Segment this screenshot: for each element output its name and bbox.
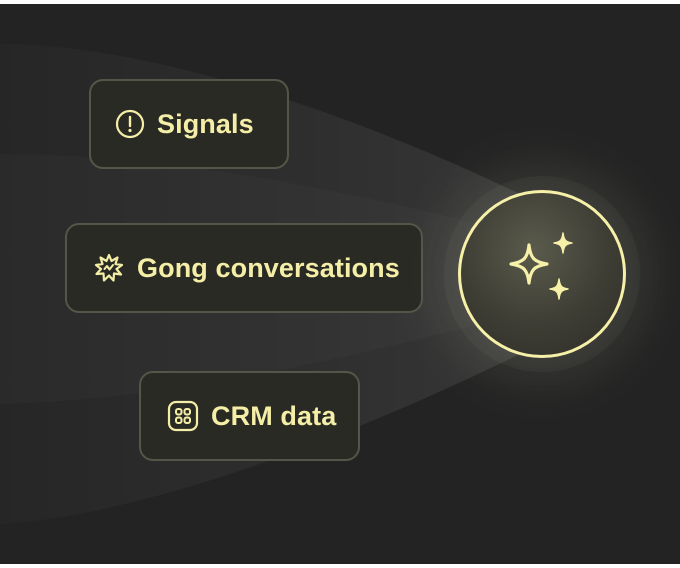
gong-burst-icon: [93, 252, 125, 284]
alert-circle-icon: [115, 109, 145, 139]
signals-source-pill: Signals: [89, 79, 289, 169]
sparkles-icon: [499, 229, 585, 320]
gong-conversations-label: Gong conversations: [137, 252, 400, 283]
ai-sparkle-badge: [458, 190, 626, 358]
signals-label: Signals: [157, 108, 254, 139]
crm-data-source-pill: CRM data: [139, 371, 360, 461]
crm-data-label: CRM data: [211, 400, 337, 431]
illustration-canvas: Signals Gong conversations CRM data: [0, 4, 680, 564]
grid-apps-icon: [167, 400, 199, 432]
gong-conversations-source-pill: Gong conversations: [65, 223, 423, 313]
